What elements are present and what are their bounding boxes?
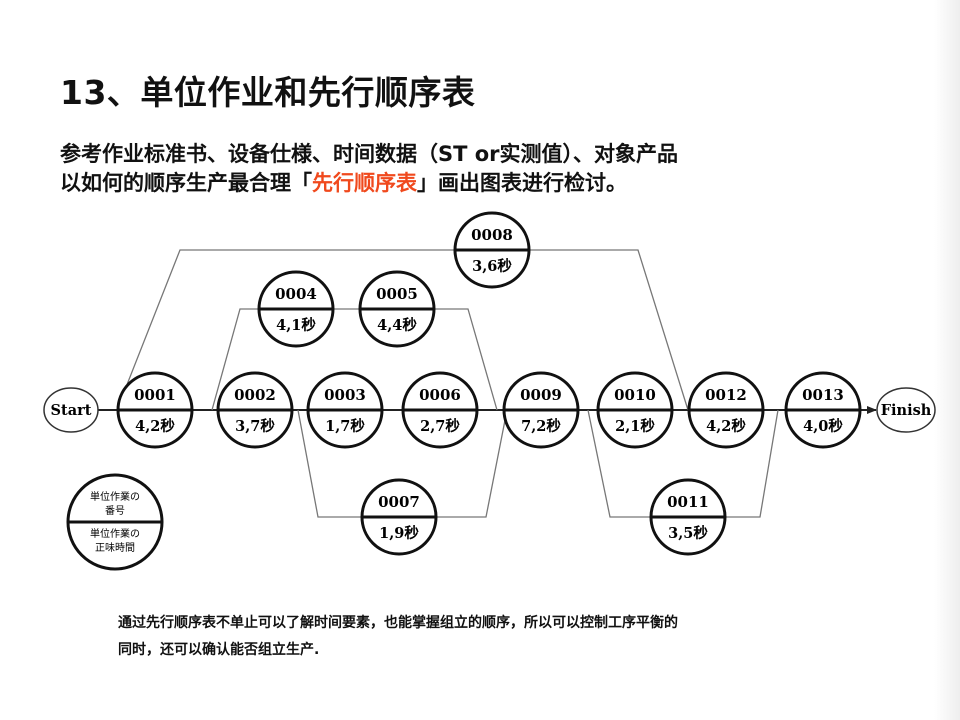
footnote-line-1: 通过先行顺序表不单止可以了解时间要素，也能掌握组立的顺序，所以可以控制工序平衡的	[118, 615, 678, 631]
subtitle-line-1: 参考作业标准书、设备仕様、时间数据（ST or实测值）、对象产品	[60, 142, 679, 166]
node-id: 0008	[471, 226, 513, 244]
work-node: 0007 1,9秒	[360, 478, 438, 556]
node-time: 1,7秒	[325, 417, 365, 435]
legend-node: 単位作業の 番号 単位作業の 正味時間	[66, 473, 164, 571]
start-node: Start	[43, 387, 99, 433]
subtitle-line-2-before: 以如何的顺序生产最合理「	[60, 171, 312, 195]
subtitle-highlight: 先行顺序表	[312, 171, 417, 195]
node-id: 0006	[419, 386, 461, 404]
node-time: 4,4秒	[377, 316, 417, 334]
right-edge-shadow	[934, 0, 960, 720]
node-time: 1,9秒	[379, 524, 419, 542]
work-node: 0005 4,4秒	[358, 270, 436, 348]
legend-bottom-line-1: 単位作業の	[90, 527, 140, 540]
branch-connector-0004-0005	[211, 308, 498, 411]
subtitle-line-2-after: 」画出图表进行检讨。	[417, 171, 627, 195]
node-id: 0007	[378, 493, 420, 511]
node-id: 0003	[324, 386, 366, 404]
page-title: 13、单位作业和先行顺序表	[60, 73, 476, 112]
start-label: Start	[51, 402, 92, 419]
subtitle: 参考作业标准书、设备仕様、时间数据（ST or实测值）、对象产品以如何的顺序生产…	[60, 140, 678, 198]
work-node: 0002 3,7秒	[216, 371, 294, 449]
work-node: 0001 4,2秒	[116, 371, 194, 449]
node-time: 4,2秒	[135, 417, 175, 435]
node-id: 0002	[234, 386, 276, 404]
work-node: 0008 3,6秒	[453, 211, 531, 289]
node-time: 7,2秒	[521, 417, 561, 435]
finish-node: Finish	[876, 387, 936, 433]
footnote: 通过先行顺序表不单止可以了解时间要素，也能掌握组立的顺序，所以可以控制工序平衡的…	[118, 610, 678, 664]
footnote-line-2: 同时，还可以确认能否组立生产.	[118, 642, 320, 658]
work-node: 0004 4,1秒	[257, 270, 335, 348]
branch-connector-0008	[116, 249, 689, 411]
node-time: 2,7秒	[420, 417, 460, 435]
work-node: 0011 3,5秒	[649, 478, 727, 556]
work-node: 0003 1,7秒	[306, 371, 384, 449]
node-id: 0009	[520, 386, 562, 404]
work-node: 0012 4,2秒	[687, 371, 765, 449]
legend-top-line-2: 番号	[105, 505, 125, 517]
node-id: 0004	[275, 285, 317, 303]
node-time: 3,6秒	[472, 257, 512, 275]
finish-label: Finish	[881, 402, 932, 419]
node-id: 0010	[614, 386, 656, 404]
node-id: 0011	[667, 493, 709, 511]
node-time: 2,1秒	[615, 417, 655, 435]
node-id: 0013	[802, 386, 844, 404]
work-node: 0006 2,7秒	[401, 371, 479, 449]
work-node: 0013 4,0秒	[784, 371, 862, 449]
node-time: 3,5秒	[668, 524, 708, 542]
node-id: 0005	[376, 285, 418, 303]
node-time: 4,1秒	[276, 316, 316, 334]
work-node: 0010 2,1秒	[596, 371, 674, 449]
work-node: 0009 7,2秒	[502, 371, 580, 449]
node-time: 4,2秒	[706, 417, 746, 435]
node-time: 3,7秒	[235, 417, 275, 435]
node-time: 4,0秒	[803, 417, 843, 435]
node-id: 0001	[134, 386, 176, 404]
legend-bottom-line-2: 正味時間	[95, 542, 135, 554]
node-id: 0012	[705, 386, 747, 404]
legend-top-line-1: 単位作業の	[90, 490, 140, 503]
